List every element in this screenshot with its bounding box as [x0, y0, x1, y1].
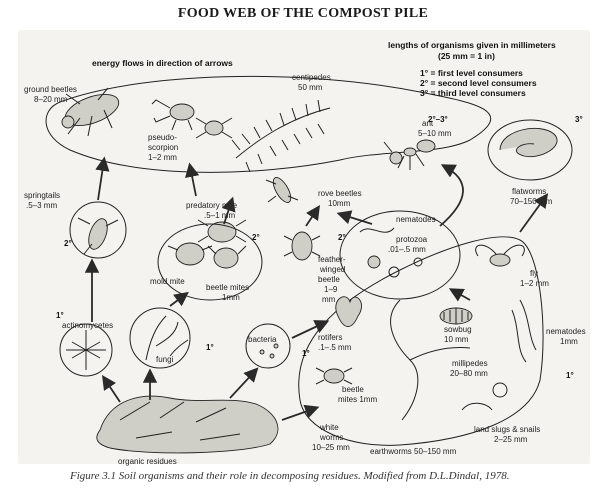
sowbug-size: 10 mm	[444, 335, 469, 344]
actinomycetes-label: actinomycetes	[62, 321, 113, 330]
arrow-springtails-to-beetles	[98, 160, 104, 200]
millipedes-label: millipedes	[452, 359, 488, 368]
rove-beetles-label: rove beetles	[318, 189, 362, 198]
land-slugs-size: 2–25 mm	[494, 435, 528, 444]
sowbug-illustration	[440, 308, 472, 324]
snail-slug-illustration	[462, 383, 507, 410]
organic-residues-illustration	[97, 396, 278, 453]
level-marker-bacteria: 1°	[302, 349, 310, 358]
pseudoscorpion-size: 1–2 mm	[148, 153, 177, 162]
organic-residues-label: organic residues	[118, 457, 177, 466]
lengths-note-conversion: (25 mm = 1 in)	[438, 51, 495, 61]
protozoa-size: .01–.5 mm	[388, 245, 426, 254]
ant-size: 5–10 mm	[418, 129, 452, 138]
centipedes-size: 50 mm	[298, 83, 323, 92]
lengths-note: lengths of organisms given in millimeter…	[388, 40, 556, 50]
ant-illustration	[384, 140, 435, 170]
ground-beetles-size: 8–20 mm	[34, 95, 68, 104]
feather-winged-beetle-size-2: mm	[322, 295, 336, 304]
rotifer-illustration	[336, 297, 362, 327]
fly-size: 1–2 mm	[520, 279, 549, 288]
land-slugs-label: land slugs & snails	[474, 425, 540, 434]
arrow-region-to-nematodes	[452, 290, 470, 300]
mold-mite-label: mold mite	[150, 277, 185, 286]
rotifers-size: .1–.5 mm	[318, 343, 352, 352]
level-marker-fungi: 1°	[206, 343, 214, 352]
protozoa-label: protozoa	[396, 235, 428, 244]
ground-beetles-label: ground beetles	[24, 85, 77, 94]
arrow-residues-to-bacteria	[230, 370, 256, 398]
nematodes-top-label: nematodes	[396, 215, 436, 224]
rove-beetles-size: 10mm	[328, 199, 351, 208]
energy-flow-arrows	[92, 160, 546, 420]
fly-label: fly	[530, 269, 538, 278]
pseudoscorpion-label-1: pseudo-	[148, 133, 177, 142]
beetle-mites-top-size: 1mm	[222, 293, 240, 302]
fly-illustration	[476, 245, 525, 266]
legend-third-level: 3° = third level consumers	[420, 88, 526, 98]
centipede-illustration	[232, 100, 330, 172]
nematodes-right-size: 1mm	[560, 337, 578, 346]
beetle-mites-top-label: beetle mites	[206, 283, 249, 292]
feather-winged-beetle-label-3: beetle	[318, 275, 340, 284]
feather-winged-beetle-illustration	[284, 232, 320, 260]
feather-winged-beetle-label-1: feather-	[318, 255, 346, 264]
arrow-protozoa-to-rove	[340, 214, 372, 224]
flatworms-size: 70–150 mm	[510, 197, 553, 206]
predatory-mite-illustration	[198, 220, 246, 242]
pseudoscorpion-label-2: scorpion	[148, 143, 178, 152]
energy-note: energy flows in direction of arrows	[92, 58, 233, 68]
beetle-mites-bottom-label-2: mites 1mm	[338, 395, 377, 404]
predatory-mite-size: .5–1 mm	[204, 211, 235, 220]
white-worms-label-2: worms	[319, 433, 344, 442]
white-worms-label-1: white	[319, 423, 339, 432]
level-marker-nematodes: 1°	[566, 371, 574, 380]
legend-first-level: 1° = first level consumers	[420, 68, 523, 78]
springtails-size: .5–3 mm	[26, 201, 57, 210]
arrow-fungi-to-moldmite	[170, 294, 186, 306]
nematodes-right-illustration	[512, 300, 536, 362]
ground-beetle-illustration	[61, 88, 123, 136]
white-worms-size: 10–25 mm	[312, 443, 350, 452]
flatworm-illustration	[488, 120, 572, 180]
ant-label: ant	[422, 119, 434, 128]
millipedes-size: 20–80 mm	[450, 369, 488, 378]
level-marker-actinomycetes: 1°	[56, 311, 64, 320]
beetle-mites-bottom-illustration	[316, 368, 352, 384]
level-marker-springtails: 2°	[64, 239, 72, 248]
beetle-mites-bottom-label-1: beetle	[342, 385, 364, 394]
feather-winged-beetle-size-1: 1–9	[324, 285, 338, 294]
figure-caption: Figure 3.1 Soil organisms and their role…	[70, 470, 590, 482]
arrow-nematodes-to-ant	[440, 166, 463, 226]
flatworms-label: flatworms	[512, 187, 546, 196]
earthworms-label: earthworms 50–150 mm	[370, 447, 457, 456]
spider-illustration	[196, 118, 232, 138]
bacteria-illustration	[246, 324, 290, 368]
arrow-feather-to-rove	[306, 208, 318, 226]
nematodes-right-label: nematodes	[546, 327, 586, 336]
legend-second-level: 2° = second level consumers	[420, 78, 537, 88]
springtail-illustration	[70, 202, 126, 258]
earthworm-illustration	[391, 300, 418, 420]
arrow-mite-to-pseudoscorpion	[190, 166, 196, 196]
rove-beetle-illustration	[266, 175, 298, 205]
actinomycetes-illustration	[60, 324, 112, 376]
arrow-residues-to-region	[282, 408, 316, 420]
pseudoscorpion-illustration	[152, 100, 194, 130]
sowbug-label: sowbug	[444, 325, 472, 334]
rotifers-label: rotifers	[318, 333, 342, 342]
fungi-label: fungi	[156, 355, 174, 364]
springtails-label: springtails	[24, 191, 60, 200]
centipedes-label: centipedes	[292, 73, 331, 82]
arrow-residues-to-actino	[104, 378, 120, 402]
bacteria-label: bacteria	[248, 335, 277, 344]
level-marker-flatworms: 3°	[575, 115, 583, 124]
